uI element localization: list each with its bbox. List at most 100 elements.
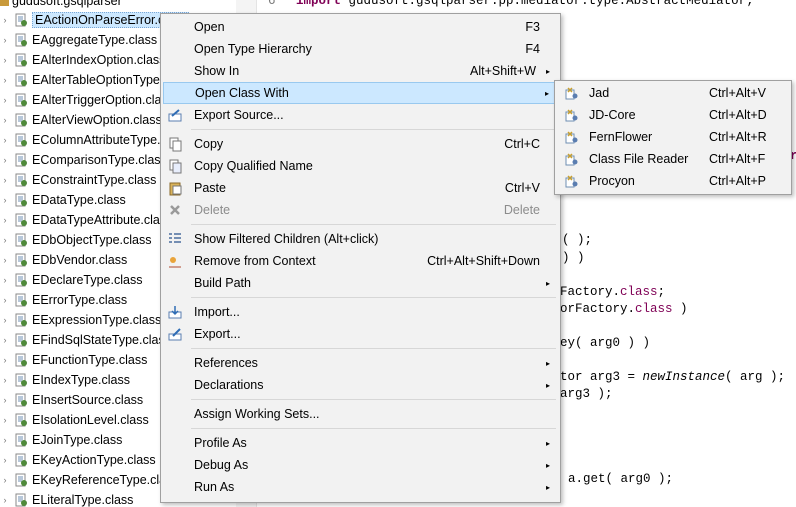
menu-item-open-class-with[interactable]: Open Class With▸	[163, 82, 558, 104]
tree-item[interactable]: › EIsolationLevel.class	[0, 410, 236, 430]
tree-item[interactable]: › EAlterIndexOption.class	[0, 50, 236, 70]
import-path: gudusoft.gsqlparser.pp.mediator.type.Abs…	[348, 0, 754, 8]
expand-arrow-icon[interactable]: ›	[3, 115, 7, 125]
expand-arrow-icon[interactable]: ›	[3, 335, 7, 345]
menu-item-label: Copy	[194, 137, 224, 151]
submenu-item-label: Class File Reader	[589, 152, 689, 166]
tree-item[interactable]: ›EFindSqlStateType.class	[0, 330, 236, 350]
menu-item-export-source[interactable]: Export Source...	[163, 104, 558, 126]
expand-arrow-icon[interactable]: ›	[3, 295, 7, 305]
expand-arrow-icon[interactable]: ›	[3, 15, 7, 25]
expand-arrow-icon[interactable]: ›	[3, 35, 7, 45]
expand-arrow-icon[interactable]: ›	[3, 395, 7, 405]
submenu-item-accelerator: Ctrl+Alt+F	[709, 152, 766, 166]
class-file-icon	[14, 173, 28, 187]
menu-item-show-filtered-children-alt-click[interactable]: Show Filtered Children (Alt+click)	[163, 228, 558, 250]
menu-item-import[interactable]: Import...	[163, 301, 558, 323]
submenu-arrow-icon: ▸	[545, 66, 550, 76]
tree-item[interactable]: ›EDbObjectType.class	[0, 230, 236, 250]
class-file-icon	[14, 353, 28, 367]
expand-arrow-icon[interactable]: ›	[3, 75, 7, 85]
tree-item[interactable]: ›EErrorType.class	[0, 290, 236, 310]
tree-item[interactable]: ›EExpressionType.class	[0, 310, 236, 330]
menu-item-debug-as[interactable]: Debug As▸	[163, 454, 558, 476]
tree-item[interactable]: ›EDataType.class	[0, 190, 236, 210]
expand-arrow-icon[interactable]: ›	[3, 435, 7, 445]
menu-item-build-path[interactable]: Build Path▸	[163, 272, 558, 294]
tree-item[interactable]: ›EInsertSource.class	[0, 390, 236, 410]
tree-item[interactable]: ›EIndexType.class	[0, 370, 236, 390]
tree-item[interactable]: ›EComparisonType.class	[0, 150, 236, 170]
menu-item-copy-qualified-name[interactable]: Copy Qualified Name	[163, 155, 558, 177]
tree-item-label: EIsolationLevel.class	[32, 413, 149, 427]
tree-item[interactable]: ›EAggregateType.class	[0, 30, 236, 50]
menu-item-assign-working-sets[interactable]: Assign Working Sets...	[163, 403, 558, 425]
package-label[interactable]: gudusoft.gsqlparser	[12, 0, 122, 8]
submenu-item-class-file-reader[interactable]: Class File Reader Ctrl+Alt+F	[557, 148, 789, 170]
menu-item-profile-as[interactable]: Profile As▸	[163, 432, 558, 454]
tree-item[interactable]: ›EConstraintType.class	[0, 170, 236, 190]
tree-item[interactable]: ›ELiteralType.class	[0, 490, 236, 507]
menu-item-label: Assign Working Sets...	[194, 407, 320, 421]
expand-arrow-icon[interactable]: ›	[3, 95, 7, 105]
expand-arrow-icon[interactable]: ›	[3, 255, 7, 265]
menu-item-label: Profile As	[194, 436, 247, 450]
expand-arrow-icon[interactable]: ›	[3, 55, 7, 65]
code-newinstance: newInstance	[642, 370, 726, 384]
tree-item[interactable]: ›EAlterTableOptionType.class	[0, 70, 236, 90]
tree-item[interactable]: ›EJoinType.class	[0, 430, 236, 450]
tree-item[interactable]: ›EDeclareType.class	[0, 270, 236, 290]
submenu-arrow-icon: ▸	[545, 278, 550, 288]
submenu-arrow-icon: ▸	[544, 88, 549, 98]
code-class-keyword: class	[620, 285, 658, 299]
class-file-icon	[14, 433, 28, 447]
tree-item[interactable]: ›EColumnAttributeType.class	[0, 130, 236, 150]
expand-arrow-icon[interactable]: ›	[3, 155, 7, 165]
menu-item-references[interactable]: References▸	[163, 352, 558, 374]
tree-item[interactable]: ›EDbVendor.class	[0, 250, 236, 270]
expand-arrow-icon[interactable]: ›	[3, 355, 7, 365]
tree-item[interactable]: ›EAlterViewOption.class	[0, 110, 236, 130]
expand-arrow-icon[interactable]: ›	[3, 375, 7, 385]
menu-item-run-as[interactable]: Run As▸	[163, 476, 558, 498]
tree-item-label: EAlterIndexOption.class	[32, 53, 166, 67]
expand-arrow-icon[interactable]: ›	[3, 135, 7, 145]
menu-item-label: Run As	[194, 480, 235, 494]
tree-item[interactable]: › EAlterTriggerOption.class	[0, 90, 236, 110]
submenu-arrow-icon: ▸	[545, 380, 550, 390]
menu-item-declarations[interactable]: Declarations▸	[163, 374, 558, 396]
submenu-item-label: JD-Core	[589, 108, 636, 122]
expand-arrow-icon[interactable]: ›	[3, 235, 7, 245]
tree-item[interactable]: ›EKeyReferenceType.class	[0, 470, 236, 490]
expand-arrow-icon[interactable]: ›	[3, 415, 7, 425]
code-fragment-arg3: arg3 );	[560, 387, 613, 401]
menu-item-export[interactable]: Export...	[163, 323, 558, 345]
expand-arrow-icon[interactable]: ›	[3, 495, 7, 505]
expand-arrow-icon[interactable]: ›	[3, 315, 7, 325]
expand-arrow-icon[interactable]: ›	[3, 175, 7, 185]
expand-arrow-icon[interactable]: ›	[3, 475, 7, 485]
tree-item[interactable]: ›EKeyActionType.class	[0, 450, 236, 470]
expand-arrow-icon[interactable]: ›	[3, 195, 7, 205]
expand-arrow-icon[interactable]: ›	[3, 215, 7, 225]
decompiler-icon	[563, 107, 579, 123]
tree-item-label: EAlterTriggerOption.class	[32, 93, 174, 107]
expand-arrow-icon[interactable]: ›	[3, 275, 7, 285]
expand-arrow-icon[interactable]: ›	[3, 455, 7, 465]
tree-item[interactable]: ›EFunctionType.class	[0, 350, 236, 370]
submenu-item-label: Procyon	[589, 174, 635, 188]
tree-item[interactable]: ›EDataTypeAttribute.class	[0, 210, 236, 230]
decompiler-icon	[563, 129, 579, 145]
